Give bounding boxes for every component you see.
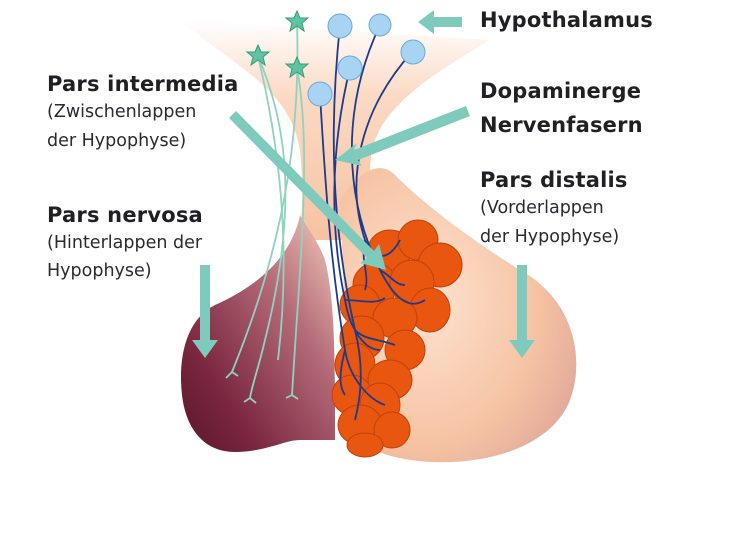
dopaminergic-fibers [319, 24, 426, 421]
pars-nervosa-lobe [180, 215, 335, 452]
pars-intermedia-arrow [229, 111, 386, 270]
label-pars-nervosa-sub2: Hypophyse) [47, 261, 152, 281]
label-pars-distalis-sub1: (Vorderlappen [480, 198, 604, 218]
label-pars-intermedia-sub2: der Hypophyse) [47, 131, 187, 151]
label-dopaminergic-line1: Dopaminerge [480, 79, 642, 103]
pars-nervosa-arrow [192, 265, 218, 358]
dopaminergic-neuron-bodies [307, 13, 426, 107]
neurosecretory-star-bodies [245, 9, 310, 79]
label-pars-intermedia-title: Pars intermedia [47, 72, 239, 96]
pars-distalis-arrow [509, 265, 535, 358]
label-hypothalamus: Hypothalamus [480, 8, 653, 32]
label-arrows [192, 10, 535, 358]
infundibulum-stalk [180, 20, 490, 240]
label-pars-nervosa-sub1: (Hinterlappen der [47, 233, 203, 253]
label-pars-distalis-sub2: der Hypophyse) [480, 227, 620, 247]
label-pars-intermedia-sub1: (Zwischenlappen [47, 102, 197, 122]
label-dopaminergic-line2: Nervenfasern [480, 113, 643, 137]
label-pars-nervosa-title: Pars nervosa [47, 203, 203, 227]
hypothalamus-arrow [418, 10, 462, 34]
pars-intermedia-cells [331, 219, 463, 458]
label-pars-distalis-title: Pars distalis [480, 168, 628, 192]
dopaminergic-arrow [335, 106, 470, 166]
